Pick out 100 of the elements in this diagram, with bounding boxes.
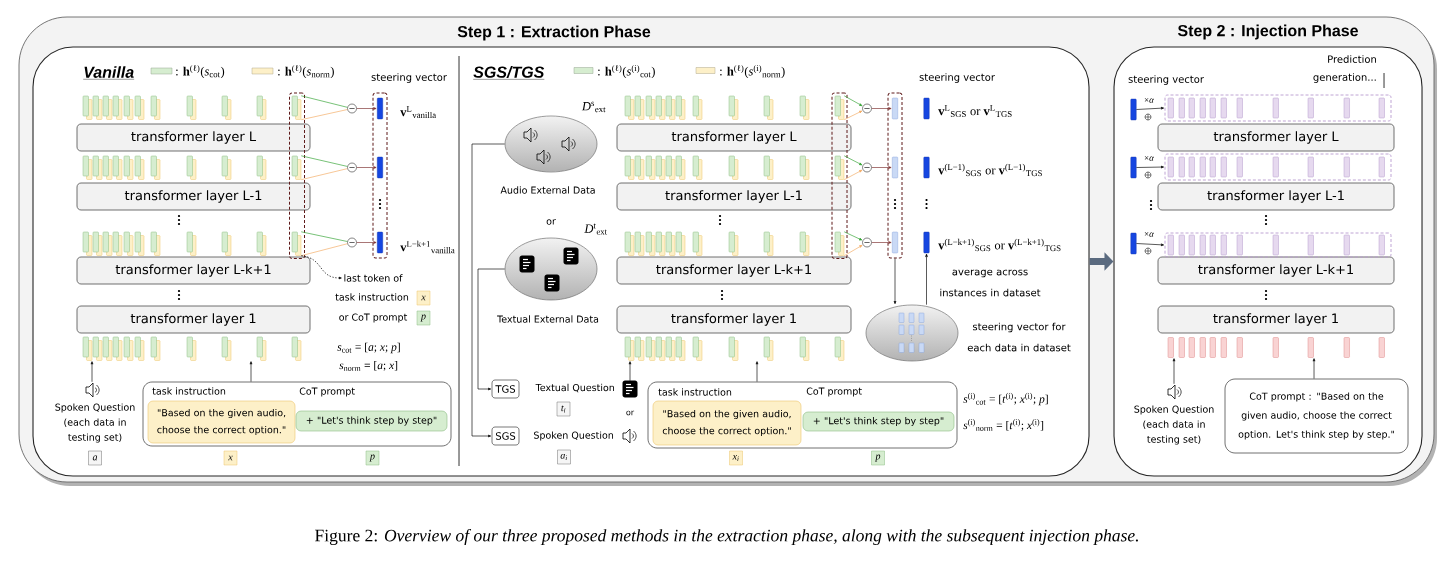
section-title: SGS/TGS <box>473 66 545 80</box>
vector-label: v$^{L}$vanilla <box>400 105 436 119</box>
math-label: D$^{s}$ext <box>581 101 606 113</box>
question-label: Spoken Question (each data in testing set) <box>55 403 135 443</box>
vector-bar <box>1130 98 1137 121</box>
arrow <box>871 241 892 244</box>
note-text: Prediction generation... <box>1313 55 1376 83</box>
arrow <box>1136 165 1164 169</box>
connector-line <box>300 95 348 108</box>
vector-label: v$^{(L−k+1)}$$_{SGS}$ or v$^{(L−k+1)}$TGS <box>938 238 1061 252</box>
layer-box: transformer layer L <box>1157 123 1395 152</box>
dashed-box <box>831 92 848 259</box>
dashed-box <box>887 92 903 259</box>
arrow <box>1312 358 1316 379</box>
connector-line <box>300 168 348 181</box>
vector-bar <box>377 156 383 179</box>
section-title: Vanilla <box>83 66 135 80</box>
dashed-box <box>1164 94 1392 122</box>
column-heading: steering vector <box>1128 75 1204 85</box>
caption: Figure 2: Overview of our three proposed methods in the extraction phase, along with the subsequent injection phase. <box>315 528 1138 546</box>
vector-bar <box>1130 232 1137 255</box>
layer-box: transformer layer L-k+1 <box>1157 256 1395 285</box>
legend-text: : h$^{(ℓ)}$(s$_{cot}$) <box>176 64 225 79</box>
layer-box: transformer layer 1 <box>1157 305 1395 334</box>
tag-box: x$_{i}$ <box>729 450 743 466</box>
quote-box: "Based on the given audio, choose the correct option." <box>147 400 296 444</box>
legend-text: : h$^{(ℓ)}$(s$_{norm}$) <box>278 64 334 79</box>
panel-heading: Step 2 : Injection Phase <box>1177 24 1358 40</box>
method-box: SGS <box>491 426 520 446</box>
tag-box: t$_{i}$ <box>556 401 571 417</box>
tag-box: a <box>88 450 102 466</box>
token-row <box>82 336 302 361</box>
quote-box: "Based on the given audio, choose the correct option." <box>652 400 802 446</box>
arrow <box>871 107 892 110</box>
connector-line <box>300 231 348 242</box>
token-pair <box>834 155 845 180</box>
token-pair <box>291 231 302 256</box>
arrow <box>1136 243 1164 247</box>
edge-label: ×α <box>1144 98 1154 103</box>
token-pair <box>834 231 845 256</box>
edge-label: ×α <box>1144 156 1154 161</box>
arrow <box>893 258 897 305</box>
note-text: or <box>546 219 556 225</box>
equation: s$^{(i)}$$_{cot}$ = [t$^{(i)}$; x$^{(i)}$; p] <box>963 392 1048 406</box>
note-text: last token of <box>344 274 403 282</box>
column-heading: steering vector <box>371 73 447 83</box>
tag-box: p <box>365 450 380 466</box>
arrow <box>843 169 863 181</box>
layer-box: transformer layer 1 <box>76 305 311 334</box>
layer-box: transformer layer L-1 <box>76 182 311 211</box>
dashed-box <box>372 92 388 259</box>
layer-box: transformer layer L-k+1 <box>616 256 852 285</box>
legend-text: : h$^{(ℓ)}$(s$^{(i)}$$_{cot}$) <box>598 64 655 79</box>
arrow <box>1172 358 1176 385</box>
quote-box: + "Let's think step by step" <box>295 410 448 432</box>
arrow <box>1136 106 1164 110</box>
dashed-box <box>1164 232 1392 258</box>
tag-box: a$_{i}$ <box>557 449 571 465</box>
vector-label: v$^{L}$$_{SGS}$ or v$^{L}$TGS <box>938 105 1012 117</box>
token-row <box>624 336 845 361</box>
arrow <box>843 110 863 121</box>
vector-bar <box>892 231 898 254</box>
question-label: Spoken Question (each data in testing set) <box>1134 405 1214 445</box>
arrow <box>356 107 377 110</box>
vector-bar <box>892 156 898 179</box>
method-box: TGS <box>491 379 520 399</box>
equation: s$_{norm}$ = [a; x] <box>339 361 398 371</box>
note-text: or CoT prompt <box>339 313 408 323</box>
arrow <box>90 361 94 383</box>
box-heading: CoT prompt <box>806 387 862 397</box>
connector-line <box>300 109 348 121</box>
dashed-box <box>1164 153 1392 181</box>
dotted-arrow <box>300 255 342 280</box>
token-pair <box>834 95 845 120</box>
arrow <box>755 361 759 382</box>
box-heading: CoT prompt <box>299 387 355 397</box>
arrow <box>843 155 863 166</box>
vector-label: v$^{L−k+1}$vanilla <box>400 240 455 254</box>
token-row <box>1167 337 1385 358</box>
legend-text: : h$^{(ℓ)}$(s$^{(i)}$$_{norm}$) <box>720 64 785 79</box>
tag-box: x <box>223 450 238 466</box>
layer-box: transformer layer L <box>76 123 311 152</box>
math-label: D$^{t}$ext <box>584 223 608 235</box>
equation: s$_{cot}$ = [a; x; p] <box>337 342 400 354</box>
panel-heading: Step 1 : Extraction Phase <box>457 25 651 41</box>
arrow <box>471 143 505 438</box>
arrow <box>628 361 632 382</box>
box-heading: task instruction <box>152 387 226 395</box>
question-label: Textual Question <box>535 383 614 393</box>
tag-box: p <box>416 310 431 326</box>
vector-label: v$^{(L−1)}$$_{SGS}$ or v$^{(L−1)}$TGS <box>938 163 1042 177</box>
connector-line <box>300 243 348 257</box>
question-label: Spoken Question <box>534 431 613 441</box>
layer-box: transformer layer L <box>616 123 852 152</box>
arrow <box>843 95 863 107</box>
token-pair <box>291 155 302 180</box>
vector-bar <box>1130 156 1137 179</box>
layer-box: transformer layer L-1 <box>616 182 852 211</box>
arrow <box>843 245 863 257</box>
dashed-box <box>289 92 305 259</box>
